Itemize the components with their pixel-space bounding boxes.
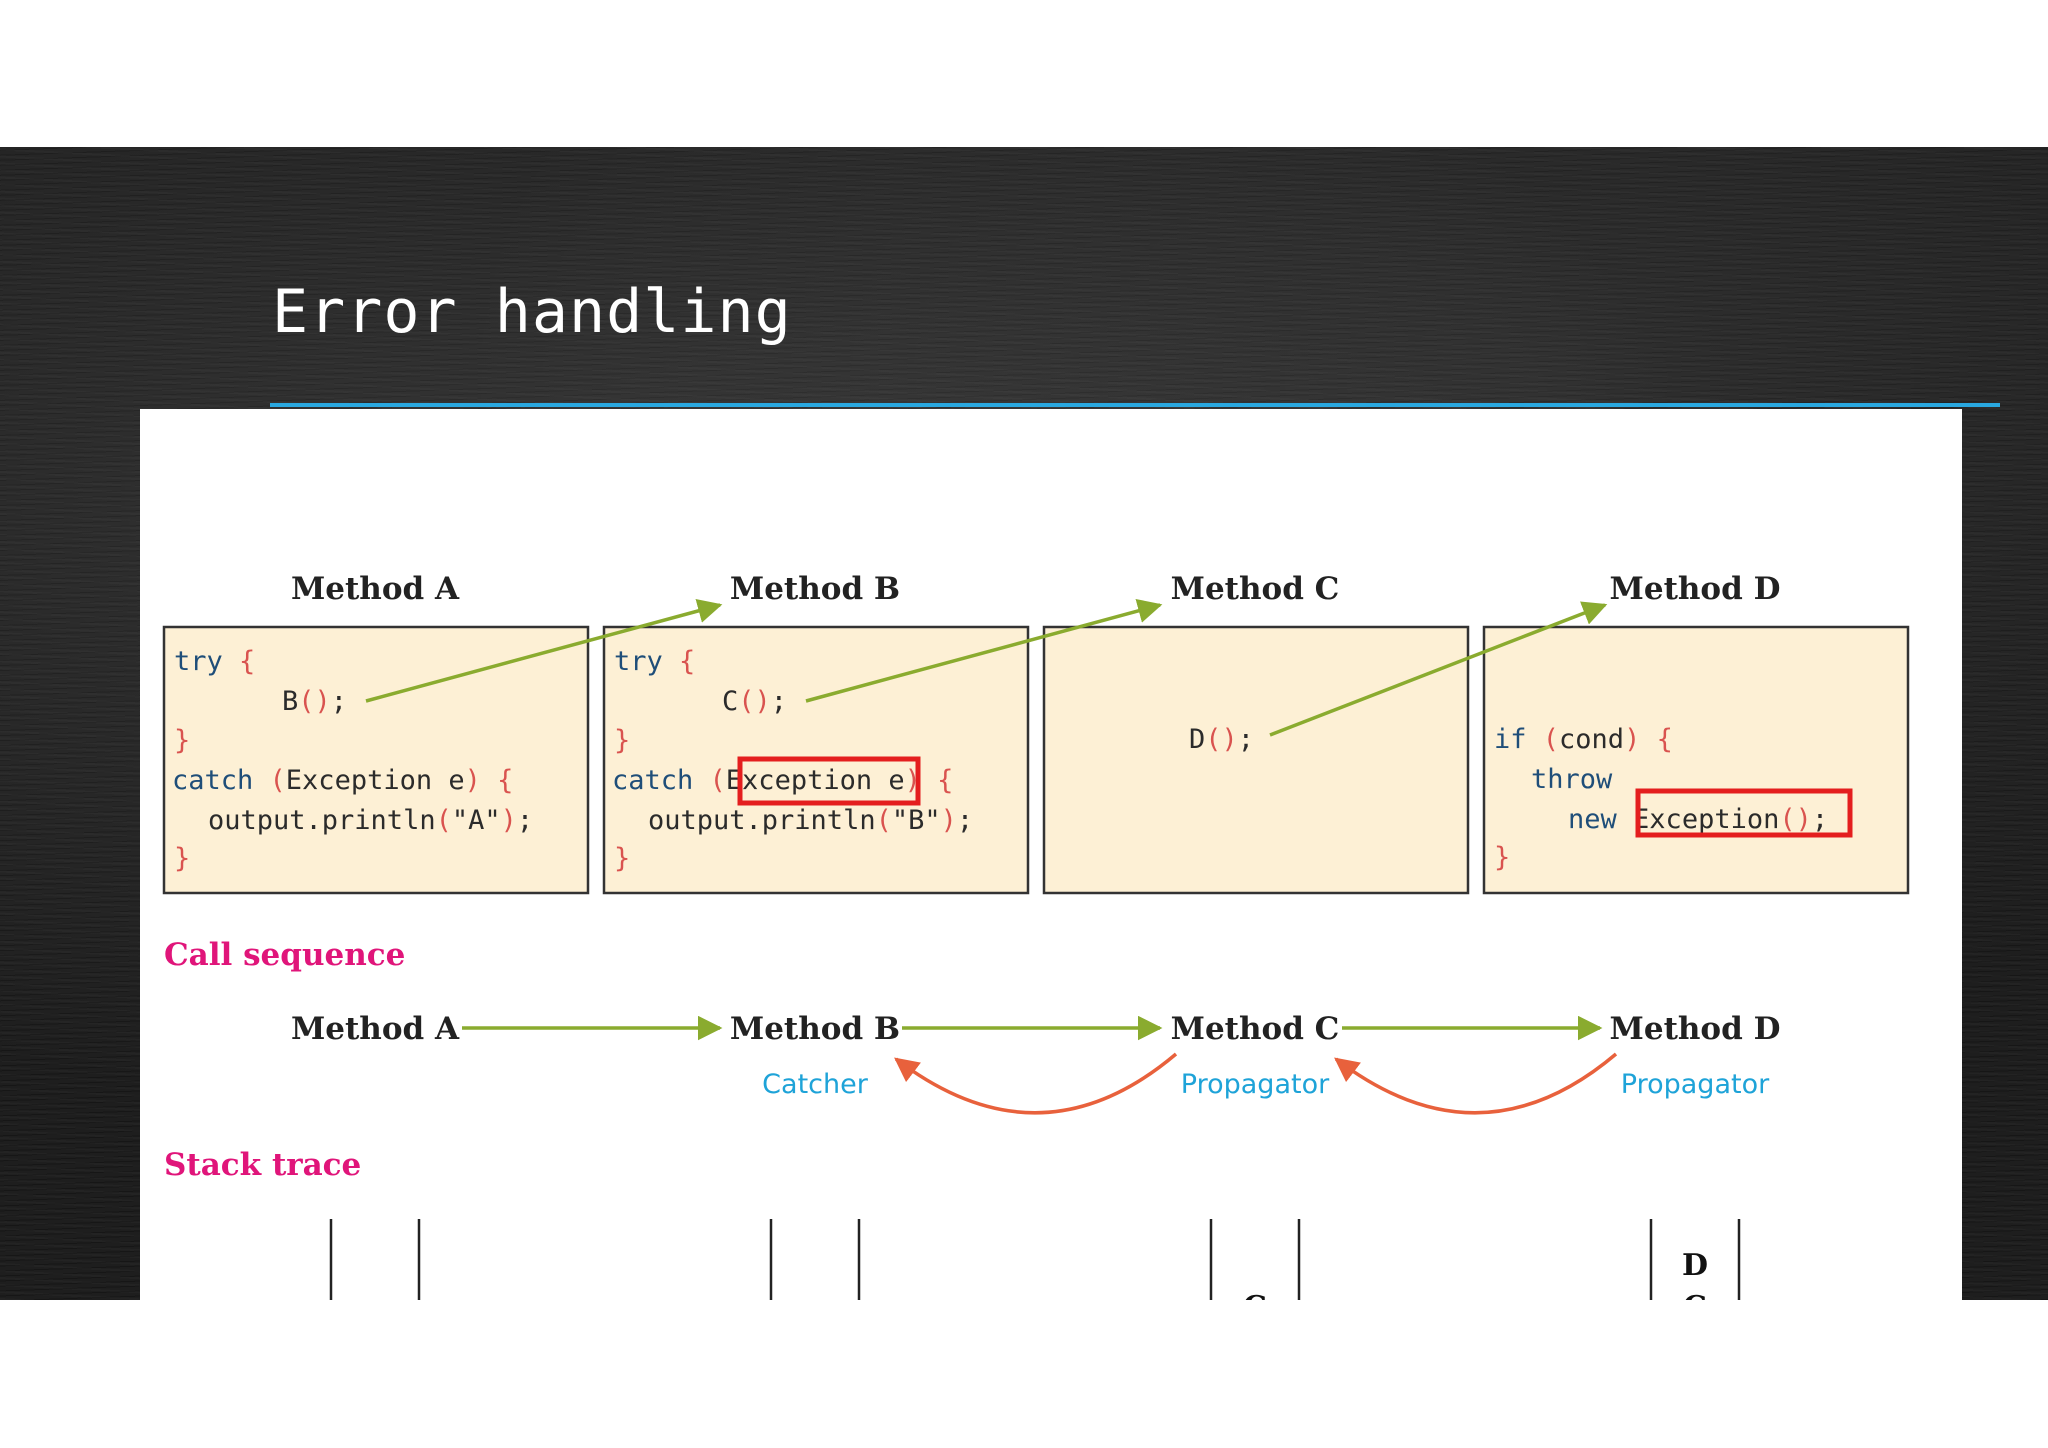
- code-call: C: [722, 686, 738, 717]
- method-b-header: Method B: [730, 571, 900, 607]
- code-output: output.println: [208, 805, 436, 836]
- caught-exception-highlight: [737, 756, 921, 806]
- svg-text:}: }: [174, 725, 190, 756]
- code-var: e: [888, 765, 904, 796]
- stack-frame: D: [1682, 1248, 1708, 1283]
- code-kw-catch: catch: [172, 765, 253, 796]
- call-arrow-a-to-b: [365, 598, 723, 703]
- svg-text:output.println("A");: output.println("A");: [208, 805, 533, 836]
- stack-column-3: [1209, 1219, 1301, 1300]
- sequence-node-a: Method A: [291, 1011, 460, 1047]
- code-kw-if: if: [1494, 724, 1527, 755]
- code-kw-throw: throw: [1531, 764, 1613, 795]
- svg-text:new Exception();: new Exception();: [1568, 804, 1828, 835]
- propagate-arrow-c-to-b: [894, 1052, 1178, 1115]
- code-exception: Exception: [286, 765, 432, 796]
- method-d-header: Method D: [1610, 571, 1781, 607]
- stack-frame: C: [1683, 1290, 1707, 1300]
- svg-text:}: }: [174, 843, 190, 874]
- code-kw-try: try: [614, 646, 663, 677]
- role-label-b: Catcher: [762, 1069, 869, 1100]
- sequence-node-d: Method D: [1610, 1011, 1781, 1047]
- svg-text:if (cond) {: if (cond) {: [1494, 724, 1673, 755]
- svg-text:try {: try {: [174, 646, 255, 677]
- stack-trace-label: Stack trace: [164, 1147, 361, 1183]
- call-arrow-c-to-d: [1269, 601, 1608, 737]
- code-exception: Exception: [1633, 804, 1779, 835]
- role-label-d: Propagator: [1621, 1069, 1770, 1100]
- stack-column-1: [329, 1219, 421, 1300]
- slide-background: Error handling Method A Method B Method …: [0, 147, 2048, 1300]
- svg-text:}: }: [1494, 842, 1510, 873]
- code-arg: "A": [452, 805, 501, 836]
- slide-title: Error handling: [272, 277, 792, 347]
- code-kw-catch: catch: [612, 765, 693, 796]
- method-a-header: Method A: [291, 571, 460, 607]
- method-d-code-box: [1482, 625, 1910, 895]
- code-arg: "B": [892, 805, 941, 836]
- code-var: e: [448, 765, 464, 796]
- svg-text:output.println("B");: output.println("B");: [648, 805, 973, 836]
- svg-text:}: }: [614, 725, 630, 756]
- title-underline: [270, 403, 2000, 407]
- code-cond: cond: [1559, 724, 1624, 755]
- sequence-node-b: Method B: [730, 1011, 900, 1047]
- method-a-code-box: [162, 625, 590, 895]
- svg-text:D();: D();: [1189, 724, 1254, 755]
- call-arrow-b-to-c: [805, 598, 1163, 703]
- code-call: B: [282, 686, 298, 717]
- svg-text:try {: try {: [614, 646, 695, 677]
- propagate-arrow-d-to-c: [1334, 1052, 1618, 1115]
- svg-text:C();: C();: [722, 686, 787, 717]
- exception-diagram: Method A Method B Method C Method D try …: [162, 571, 1910, 1300]
- code-kw-new: new: [1568, 804, 1618, 835]
- role-label-c: Propagator: [1181, 1069, 1330, 1100]
- code-exception: Exception: [726, 765, 872, 796]
- svg-text:catch (Exception e) {: catch (Exception e) {: [172, 765, 513, 796]
- code-call: D: [1189, 724, 1205, 755]
- sequence-node-c: Method C: [1171, 1011, 1340, 1047]
- code-kw-try: try: [174, 646, 223, 677]
- svg-text:}: }: [614, 843, 630, 874]
- call-sequence-label: Call sequence: [164, 937, 405, 973]
- stack-column-2: [769, 1219, 861, 1300]
- svg-text:B();: B();: [282, 686, 347, 717]
- stack-frame: C: [1243, 1290, 1267, 1300]
- thrown-exception-highlight: [1635, 788, 1853, 838]
- code-output: output.println: [648, 805, 876, 836]
- method-c-header: Method C: [1171, 571, 1340, 607]
- diagram-panel: Method A Method B Method C Method D try …: [140, 409, 1962, 1300]
- svg-text:catch (Exception e) {: catch (Exception e) {: [612, 765, 953, 796]
- method-c-code-box: [1042, 625, 1470, 895]
